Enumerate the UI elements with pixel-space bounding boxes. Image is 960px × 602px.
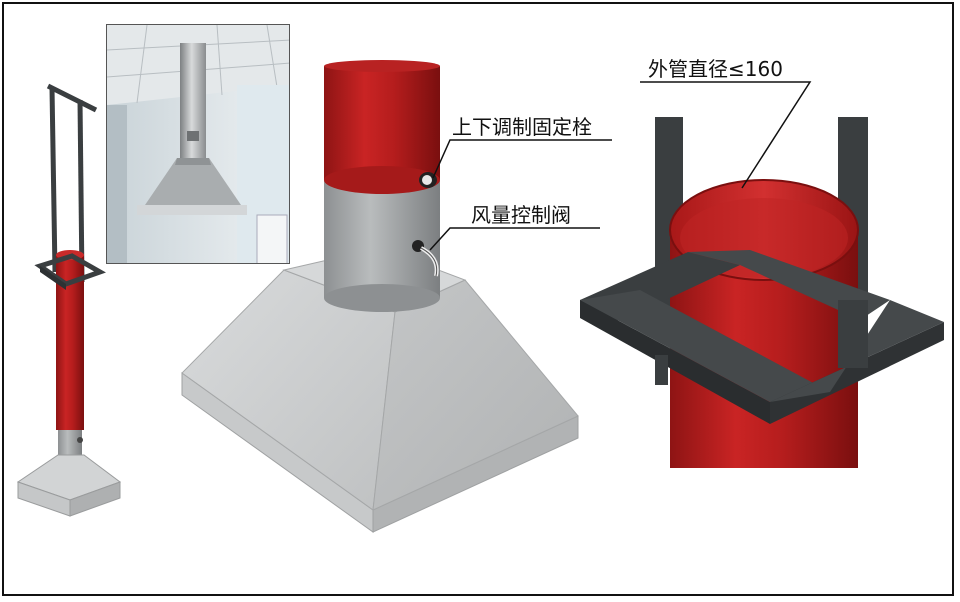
small-assembly [16,83,122,517]
clamp-bolt-icon [419,172,437,188]
valve-label: 风量控制阀 [471,203,571,227]
diameter-label: 外管直径≤160 [648,57,783,81]
reference-photo [106,24,290,264]
hood-base-small [16,454,122,517]
fume-hood-photo [107,25,289,263]
gray-pipe-large [324,180,440,312]
clamp-label: 上下调制固定栓 [452,115,592,139]
valve-leader-line [429,227,600,251]
airflow-valve-icon [412,240,439,277]
clamp-frame-small [34,253,106,290]
support-frame-small [46,83,98,283]
diameter-leader-line [640,81,812,189]
square-clamp-frame [580,250,944,424]
center-assembly [181,60,612,533]
clamp-detail [580,81,944,468]
diagram-border [2,2,954,596]
red-pipe-large [324,60,440,194]
clamp-leader-line [432,139,612,179]
bracket-icon [655,355,668,385]
